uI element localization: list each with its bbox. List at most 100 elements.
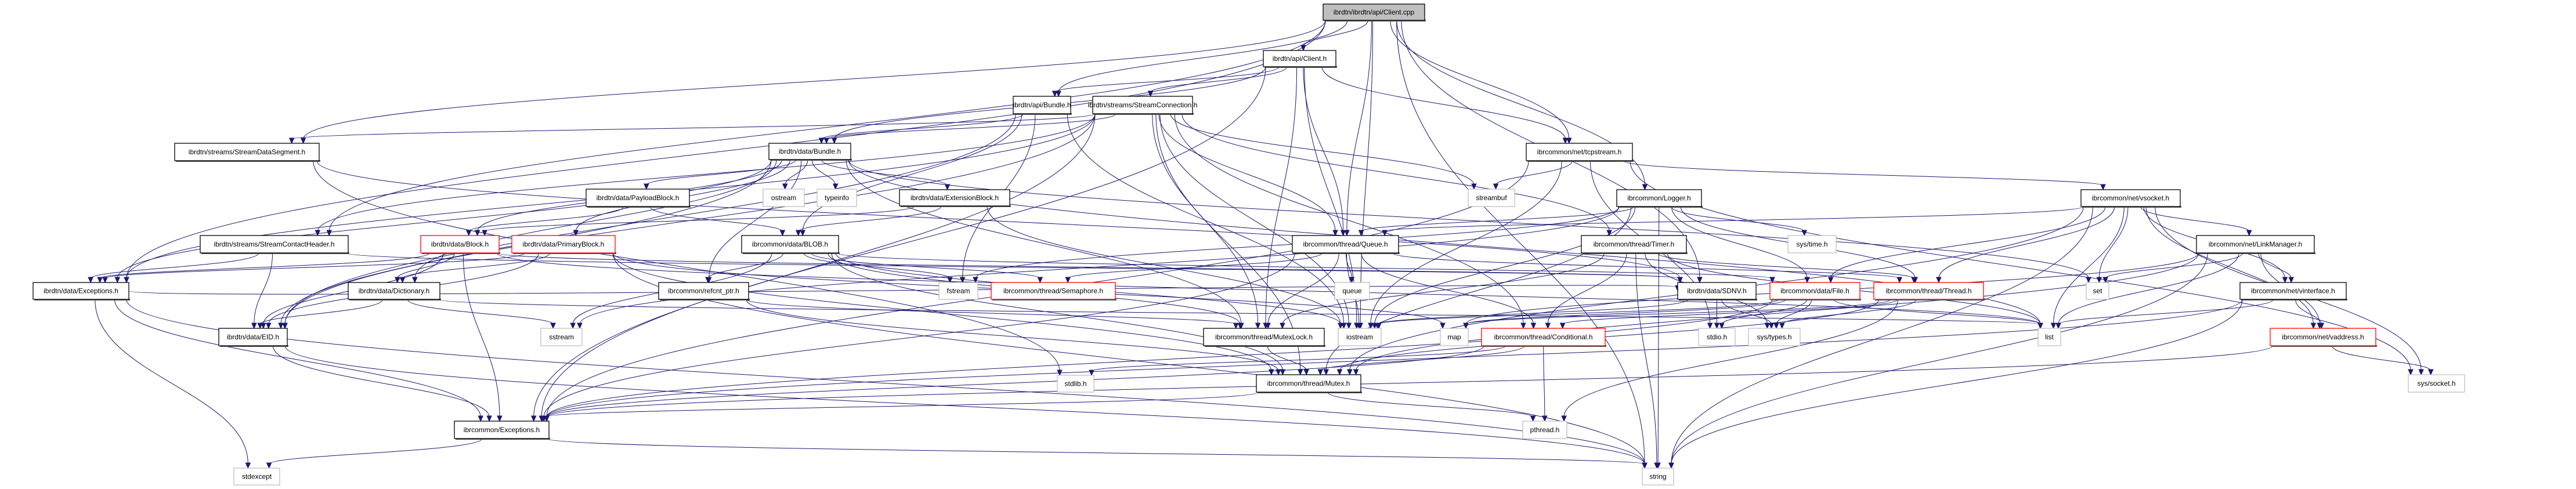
node-box <box>2270 328 2376 346</box>
arrowhead-icon <box>1562 137 1569 144</box>
node-file-h[interactable]: ibrcommon/data/File.h <box>1769 282 1861 300</box>
edge-stream_connection_h-to-timer_h <box>1182 113 1610 232</box>
arrowhead-icon <box>1368 323 1374 329</box>
node-eid-h[interactable]: ibrdtn/data/EID.h <box>218 328 288 347</box>
node-primary-block-h[interactable]: ibrdtn/data/PrimaryBlock.h <box>511 235 616 254</box>
node-sdnv-h[interactable]: ibrdtn/data/SDNV.h <box>1677 282 1757 300</box>
node-mutex-h[interactable]: ibrcommon/thread/Mutex.h <box>1256 374 1362 393</box>
edge-thread_h-to-conditional_h <box>1562 299 1898 325</box>
edge-data_exceptions_h-to-string <box>126 299 1645 465</box>
edge-stream_connection_h-to-queue_h <box>1158 113 1336 232</box>
arrowhead-icon <box>2100 184 2106 191</box>
node-mutex-lock-h[interactable]: ibrcommon/thread/MutexLock.h <box>1203 328 1325 347</box>
node-conditional-h[interactable]: ibrcommon/thread/Conditional.h <box>1481 328 1606 347</box>
arrowhead-icon <box>947 277 953 284</box>
edge-client_h-to-tcpstream_h <box>1321 66 1566 140</box>
node-label: ibrdtn/streams/StreamContactHeader.h <box>214 240 334 248</box>
node-refcnt-ptr-h[interactable]: ibrcommon/refcnt_ptr.h <box>658 282 750 300</box>
node-box <box>1338 328 1382 346</box>
arrowhead-icon <box>265 323 272 329</box>
arrowhead-icon <box>1606 230 1612 237</box>
arrowhead-icon <box>300 137 306 144</box>
edge-blob_h-to-file_h <box>836 252 1773 279</box>
node-label: sys/socket.h <box>2417 379 2455 387</box>
arrowhead-icon <box>1341 323 1347 329</box>
arrowhead-icon <box>1463 323 1469 329</box>
arrowhead-icon <box>486 415 492 422</box>
arrowhead-icon <box>482 230 487 237</box>
node-box <box>2408 374 2465 393</box>
node-vinterface-h[interactable]: ibrcommon/net/vinterface.h <box>2239 282 2347 300</box>
edge-queue_h-to-thread_h <box>1392 252 1900 279</box>
edge-refcnt_ptr_h-to-mutex_h <box>746 299 1279 371</box>
node-client-h[interactable]: ibrdtn/api/Client.h <box>1263 50 1337 68</box>
node-blob-h[interactable]: ibrcommon/data/BLOB.h <box>741 235 840 254</box>
node-iostream: iostream <box>1338 328 1382 346</box>
node-label: ibrdtn/ibrdtn/api/Client.cpp <box>1334 8 1415 16</box>
node-dictionary-h[interactable]: ibrdtn/data/Dictionary.h <box>348 282 441 300</box>
node-extension-block-h[interactable]: ibrdtn/data/ExtensionBlock.h <box>899 189 1011 207</box>
arrowhead-icon <box>1542 415 1548 422</box>
arrowhead-icon <box>1297 369 1303 376</box>
node-api-bundle-h[interactable]: ibrdtn/api/Bundle.h <box>1013 96 1072 115</box>
node-box <box>1092 96 1193 114</box>
node-payload-block-h[interactable]: ibrdtn/data/PayloadBlock.h <box>586 189 691 208</box>
edge-stream_connection_h-to-data_bundle_h <box>826 113 1117 140</box>
node-label: ibrdtn/api/Client.h <box>1273 55 1327 63</box>
node-timer-h[interactable]: ibrcommon/thread/Timer.h <box>1581 235 1688 254</box>
node-box <box>763 189 805 207</box>
node-data-exceptions-h[interactable]: ibrdtn/data/Exceptions.h <box>32 282 130 300</box>
node-vsocket-h[interactable]: ibrcommon/net/vsocket.h <box>2080 189 2181 208</box>
arrowhead-icon <box>1255 323 1261 329</box>
node-sys-socket-h: sys/socket.h <box>2408 374 2465 393</box>
node-set: set <box>2086 282 2109 300</box>
node-map: map <box>1440 328 1469 346</box>
edge-queue_h-to-queue <box>1345 252 1352 279</box>
edge-dictionary_h-to-eid_h <box>259 299 384 325</box>
arrowhead-icon <box>823 137 829 144</box>
node-stream-contact-header-h[interactable]: ibrdtn/streams/StreamContactHeader.h <box>200 235 349 254</box>
node-common-exceptions-h[interactable]: ibrcommon/Exceptions.h <box>454 421 550 440</box>
node-box <box>1522 421 1567 439</box>
arrowhead-icon <box>399 277 406 284</box>
edge-vinterface_h-to-common_exceptions_h <box>546 299 2243 418</box>
node-label: ibrdtn/data/Exceptions.h <box>44 287 118 295</box>
node-tcpstream-h[interactable]: ibrcommon/net/tcpstream.h <box>1526 143 1634 162</box>
node-thread-h[interactable]: ibrcommon/thread/Thread.h <box>1873 282 1985 300</box>
node-semaphore-h[interactable]: ibrcommon/thread/Semaphore.h <box>991 282 1117 300</box>
edge-queue_h-to-semaphore_h <box>1067 252 1323 279</box>
node-stream-connection-h[interactable]: ibrdtn/streams/StreamConnection.h <box>1088 96 1198 115</box>
node-pthread-h: pthread.h <box>1522 421 1567 439</box>
arrowhead-icon <box>1493 183 1499 190</box>
node-typeinfo: typeinfo <box>816 189 857 207</box>
node-label: ibrdtn/data/EID.h <box>227 333 279 341</box>
edge-common_exceptions_h-to-string <box>546 438 1645 465</box>
edge-vsocket_h-to-queue_h <box>1384 206 2084 232</box>
node-stdio-h: stdio.h <box>1698 328 1736 346</box>
arrowhead-icon <box>251 323 257 329</box>
arrowhead-icon <box>2427 369 2434 376</box>
node-data-bundle-h[interactable]: ibrdtn/data/Bundle.h <box>768 143 852 161</box>
edge-stream_contact_header_h-to-eid_h <box>254 252 273 325</box>
arrowhead-icon <box>114 277 121 284</box>
node-label: typeinfo <box>825 194 849 202</box>
node-box <box>1616 189 1702 207</box>
node-label: ibrcommon/thread/Thread.h <box>1885 287 1971 295</box>
node-box <box>2037 328 2061 346</box>
node-vaddress-h[interactable]: ibrcommon/net/vaddress.h <box>2270 328 2377 347</box>
edge-vsocket_h-to-link_manager_h <box>2140 206 2250 232</box>
arrowhead-icon <box>1317 369 1323 376</box>
edge-vaddress_h-to-sys_socket_h <box>2332 345 2432 371</box>
edge-extension_block_h-to-iostream <box>987 205 1341 325</box>
node-link-manager-h[interactable]: ibrcommon/net/LinkManager.h <box>2196 235 2315 254</box>
node-block-h[interactable]: ibrdtn/data/Block.h <box>420 235 500 254</box>
node-queue-h[interactable]: ibrcommon/thread/Queue.h <box>1292 235 1400 254</box>
node-client-cpp[interactable]: ibrdtn/ibrdtn/api/Client.cpp <box>1323 3 1426 21</box>
node-stream-data-segment-h[interactable]: ibrdtn/streams/StreamDataSegment.h <box>174 143 320 162</box>
node-box <box>1748 328 1801 346</box>
node-label: streambuf <box>1476 194 1507 202</box>
arrowhead-icon <box>261 323 266 329</box>
arrowhead-icon <box>1779 323 1785 329</box>
node-logger-h[interactable]: ibrcommon/Logger.h <box>1616 189 1703 208</box>
edge-block_h-to-list <box>496 252 2041 325</box>
